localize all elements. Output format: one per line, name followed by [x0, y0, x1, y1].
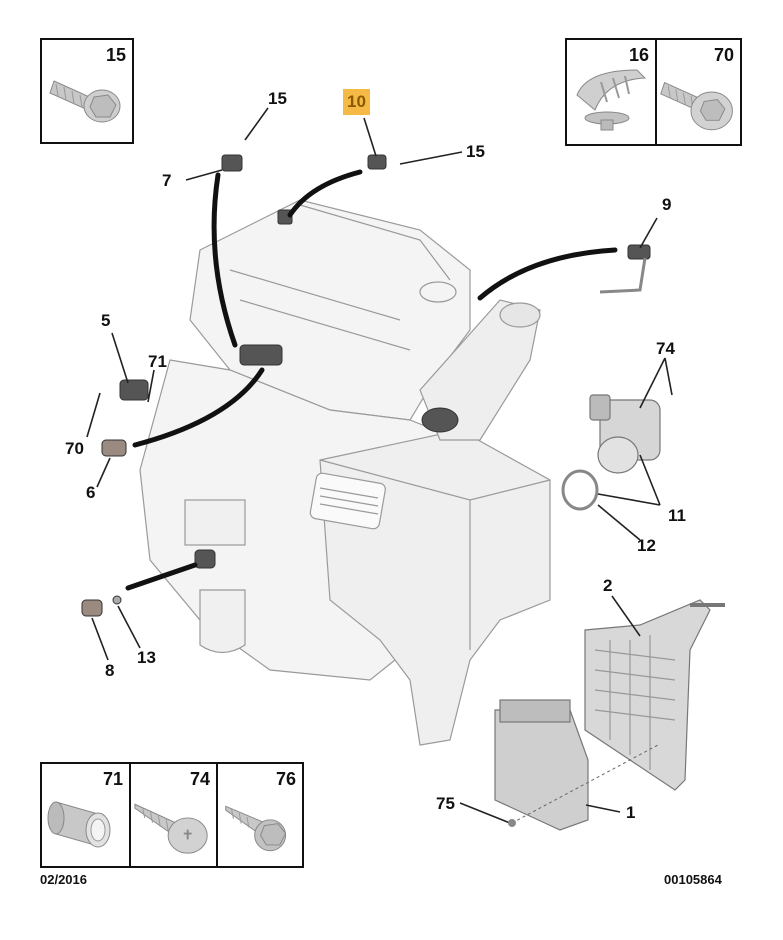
fastener-ref-label: 74: [189, 769, 210, 789]
oil-filter: [199, 589, 246, 654]
fastener-cell[interactable]: 71: [42, 764, 129, 866]
callout-15-sensor-10[interactable]: 15: [466, 142, 485, 161]
fastener-cell[interactable]: 15: [42, 40, 132, 142]
fastener-box-top-left: 15: [40, 38, 134, 144]
callout-2[interactable]: 2: [603, 576, 613, 595]
callout-10-highlighted[interactable]: 10: [343, 89, 370, 115]
sensor-9-shape: [627, 244, 651, 260]
fastener-box-bottom-left: 71 74 76: [40, 762, 304, 868]
sensor-7-shape: [221, 154, 243, 172]
diagram-date: 02/2016: [40, 872, 87, 887]
callout-12[interactable]: 12: [637, 536, 656, 555]
callout-11[interactable]: 11: [668, 506, 686, 525]
fastener-ref-label: 16: [628, 45, 649, 65]
ecu-shape: [494, 709, 589, 831]
flange-bolt-icon: [49, 80, 121, 123]
fastener-box-top-right: 16 70: [565, 38, 742, 146]
callout-6[interactable]: 6: [86, 483, 96, 502]
fastener-cell[interactable]: 74: [129, 764, 216, 866]
hex-flange-screw-icon: [225, 805, 287, 852]
callout-7[interactable]: 7: [162, 171, 172, 190]
throttle-body-shape: [589, 394, 661, 474]
sensor-mounted-shape: [239, 344, 283, 366]
pan-head-screw-icon: [134, 803, 208, 854]
fastener-cell[interactable]: 70: [655, 40, 740, 144]
fastener-ref-label: 71: [102, 769, 123, 789]
fastener-ref-label: 76: [275, 769, 296, 789]
diagram-number: 00105864: [664, 872, 722, 887]
washer-screw-icon: [660, 81, 733, 131]
sensor-lower-mounted-shape: [194, 549, 216, 569]
intake-pipe: [419, 299, 541, 441]
turbo-outlet-shape: [421, 407, 459, 433]
callout-1[interactable]: 1: [626, 803, 636, 822]
sensor-8-shape: [81, 599, 103, 617]
fastener-cell[interactable]: 76: [216, 764, 302, 866]
bushing-icon: [47, 801, 111, 848]
callout-71[interactable]: 71: [148, 352, 167, 371]
callout-8[interactable]: 8: [105, 661, 115, 680]
cable-clip-icon: [576, 69, 647, 131]
sensor-10-shape: [367, 154, 387, 170]
callout-13[interactable]: 13: [137, 648, 156, 667]
ecu-bracket-shape: [584, 599, 711, 791]
callout-9[interactable]: 9: [662, 195, 672, 214]
fastener-ref-label: 70: [713, 45, 734, 65]
seal-ring-shape: [561, 469, 599, 511]
fastener-cell[interactable]: 16: [567, 40, 655, 144]
sensor-5-shape: [119, 379, 149, 401]
transmission-housing: [319, 429, 551, 746]
callout-74[interactable]: 74: [656, 339, 675, 358]
callout-15-top-sensor[interactable]: 15: [268, 89, 287, 108]
callout-75[interactable]: 75: [436, 794, 455, 813]
callout-5[interactable]: 5: [101, 311, 111, 330]
fastener-ref-label: 15: [105, 45, 126, 65]
callout-70[interactable]: 70: [65, 439, 84, 458]
sensor-6-shape: [101, 439, 127, 457]
